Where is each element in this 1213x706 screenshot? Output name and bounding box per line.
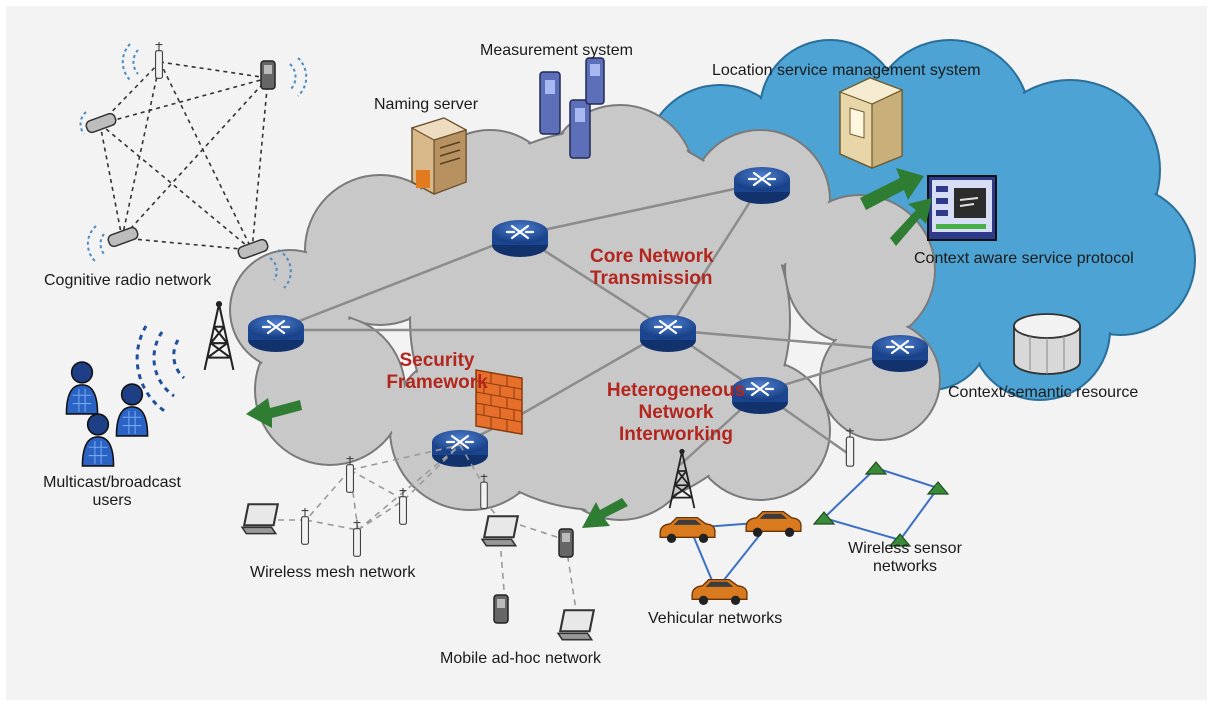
vehicular-network bbox=[659, 448, 802, 606]
router-icon bbox=[430, 428, 490, 469]
security-line2: Framework bbox=[386, 371, 488, 393]
router-icon bbox=[870, 333, 930, 374]
firewall-icon bbox=[475, 369, 523, 435]
hetero-line2: Network bbox=[638, 401, 714, 423]
router-icon bbox=[490, 218, 550, 259]
measurement-equipment-icon bbox=[539, 57, 605, 159]
mobile-device-icon bbox=[493, 594, 509, 624]
laptop-icon bbox=[241, 503, 279, 535]
green-arrows bbox=[246, 168, 932, 528]
core-network-line2: Transmission bbox=[590, 267, 713, 289]
location-server-icon bbox=[838, 77, 904, 169]
cognitive-radio-label: Cognitive radio network bbox=[44, 272, 212, 289]
manet-label: Mobile ad-hoc network bbox=[440, 650, 601, 667]
location-service-label: Location service management system bbox=[712, 62, 981, 79]
security-framework-title: Security Framework bbox=[382, 350, 492, 394]
arrow-icon bbox=[890, 198, 932, 246]
protocol-screen-icon bbox=[927, 175, 997, 241]
router-icon bbox=[732, 165, 792, 206]
core-network-title: Core Network Transmission bbox=[590, 246, 740, 290]
arrow-icon bbox=[582, 498, 628, 528]
core-network-line1: Core Network bbox=[590, 246, 714, 267]
router-icon bbox=[638, 313, 698, 354]
wireless-sensor-label: Wireless sensor networks bbox=[830, 540, 980, 577]
multicast-line1: Multicast/broadcast bbox=[43, 474, 181, 491]
sensor-line1: Wireless sensor bbox=[848, 540, 962, 557]
naming-server-label: Naming server bbox=[374, 96, 479, 113]
arrow-icon bbox=[860, 168, 924, 210]
laptop-icon bbox=[481, 515, 519, 547]
hetero-line3: Interworking bbox=[618, 423, 733, 445]
context-protocol-label: Context aware service protocol bbox=[914, 250, 1134, 267]
broadcast-tower bbox=[135, 300, 235, 414]
mobile-device-icon bbox=[260, 60, 276, 90]
mobile-device-icon bbox=[558, 528, 574, 558]
server-icon bbox=[410, 117, 468, 195]
laptop-icon bbox=[557, 609, 595, 641]
multicast-users-label: Multicast/broadcast users bbox=[22, 474, 202, 511]
security-line1: Security bbox=[399, 350, 475, 371]
arrow-icon bbox=[246, 398, 302, 428]
router-icon bbox=[246, 313, 306, 354]
wireless-sensor-network bbox=[813, 428, 949, 547]
cognitive-radio-network bbox=[79, 42, 308, 289]
database-icon bbox=[1013, 313, 1081, 375]
sensor-line2: networks bbox=[872, 558, 938, 576]
vehicular-networks-label: Vehicular networks bbox=[648, 610, 783, 627]
measurement-system-label: Measurement system bbox=[480, 42, 633, 59]
hetero-line1: Heterogeneous bbox=[606, 380, 746, 401]
wireless-mesh-label: Wireless mesh network bbox=[250, 564, 416, 581]
mobile-adhoc-network bbox=[459, 444, 595, 641]
multicast-line2: users bbox=[92, 492, 132, 510]
context-resource-label: Context/semantic resource bbox=[948, 384, 1139, 401]
heterogeneous-interworking-title: Heterogeneous Network Interworking bbox=[586, 380, 766, 446]
wireless-mesh-network bbox=[241, 444, 461, 557]
